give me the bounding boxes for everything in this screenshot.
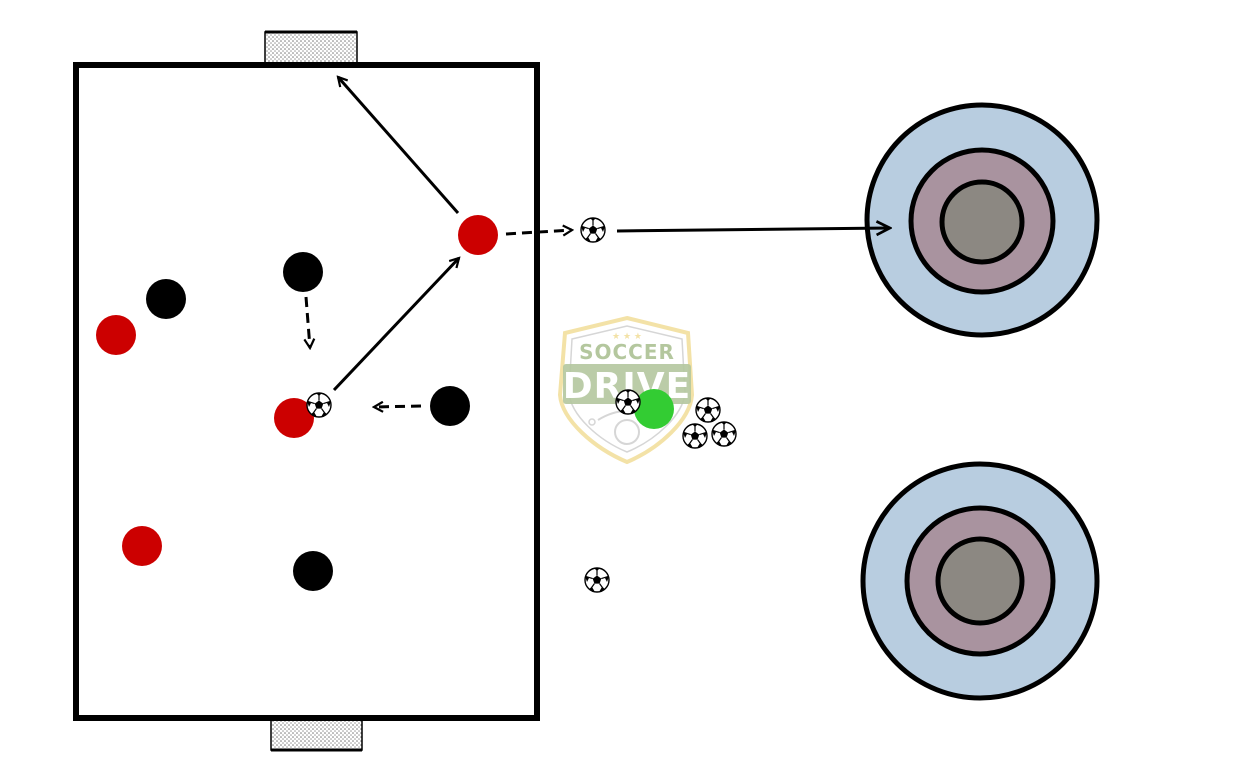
- dribble-arrow-out: [505, 230, 572, 234]
- red-player: [458, 215, 498, 255]
- soccer-ball-icon: [695, 397, 721, 423]
- red-player: [274, 398, 314, 438]
- playing-field: [73, 62, 540, 721]
- run-arrow-to-goal: [338, 77, 460, 214]
- soccer-ball-icon: [615, 389, 641, 415]
- bottom-goal: [270, 718, 363, 751]
- target-bottom: [860, 461, 1100, 701]
- soccer-ball-icon: [711, 421, 737, 447]
- soccer-ball-icon: [584, 567, 610, 593]
- pass-arrow-to-striker: [332, 258, 459, 392]
- logo-stars: ★ ★ ★: [612, 332, 642, 342]
- black-player: [293, 551, 333, 591]
- shot-arrow-to-target: [616, 228, 890, 231]
- black-player: [146, 279, 186, 319]
- soccer-ball-icon: [306, 392, 332, 418]
- black-player: [283, 252, 323, 292]
- defender-press-arrow: [374, 406, 422, 407]
- top-goal: [264, 31, 358, 64]
- black-player: [430, 386, 470, 426]
- soccer-ball-icon: [682, 423, 708, 449]
- target-top: [864, 102, 1100, 338]
- red-player: [96, 315, 136, 355]
- defender-drop-arrow: [306, 296, 310, 348]
- soccer-ball-icon: [580, 217, 606, 243]
- red-player: [122, 526, 162, 566]
- green-server: [634, 389, 674, 429]
- logo-line1: SOCCER: [579, 340, 675, 364]
